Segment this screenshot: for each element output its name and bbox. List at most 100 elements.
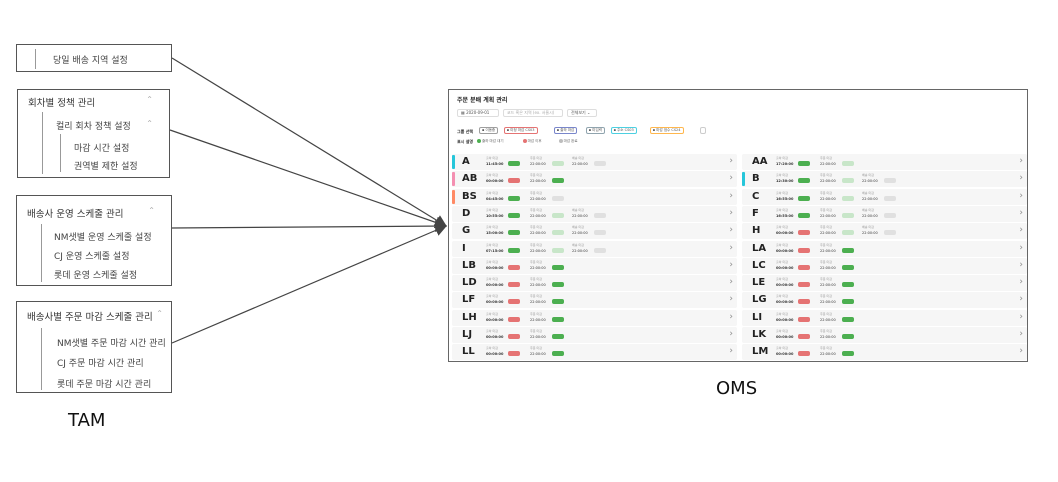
card-time: 11:45:00 <box>486 162 504 166</box>
card-col-label: 주문 마감 <box>820 190 832 195</box>
filter-chip[interactable]: ▪ 마감 엄수 CS24 <box>649 127 684 134</box>
card-col-label: 출하 마감 <box>776 156 788 160</box>
menu-group-title[interactable]: 배송사 운영 스케줄 관리 <box>27 209 124 220</box>
card-col-label: 출하 마감 <box>776 242 788 247</box>
status-tag <box>508 351 520 357</box>
chevron-right-icon[interactable]: › <box>729 156 733 166</box>
chevron-right-icon[interactable]: › <box>1019 259 1023 270</box>
chevron-right-icon[interactable]: › <box>729 190 733 201</box>
date-field[interactable]: ▦ 2020-09-01 <box>457 109 499 117</box>
chevron-right-icon[interactable]: › <box>729 225 733 236</box>
chevron-right-icon[interactable]: › <box>1019 156 1023 166</box>
chevron-up-icon[interactable]: ⌃ <box>156 309 163 318</box>
card-time: 00:00:00 <box>776 317 794 322</box>
menu-item[interactable]: 권역별 제한 설정 <box>74 162 138 172</box>
chevron-right-icon[interactable]: › <box>1019 277 1023 288</box>
card-time: 22:00:00 <box>530 196 546 201</box>
filter-checkbox[interactable] <box>699 127 706 134</box>
card-time: 22:00:00 <box>572 248 588 253</box>
filter-chip[interactable]: ▪ 미정 마감 CS03 <box>503 127 538 134</box>
status-tag <box>842 351 854 357</box>
menu-group-title[interactable]: 배송사별 주문 마감 스케줄 관리 <box>27 312 153 323</box>
chevron-right-icon[interactable]: › <box>729 311 733 322</box>
status-tag <box>508 178 520 184</box>
menu-group-title[interactable]: 회차별 정책 관리 <box>28 98 96 109</box>
chevron-right-icon[interactable]: › <box>1019 329 1023 339</box>
chevron-right-icon[interactable]: › <box>729 259 733 270</box>
card-col-label: 출하 마감 <box>486 190 498 195</box>
chevron-up-icon[interactable]: ⌃ <box>146 119 153 128</box>
menu-item[interactable]: NM샛별 주문 마감 시간 관리 <box>57 339 166 349</box>
chevron-right-icon[interactable]: › <box>1019 207 1023 218</box>
status-tag <box>552 195 564 201</box>
filter-chip[interactable]: ▪ 이동중 <box>479 127 499 134</box>
card-time: 22:00:00 <box>530 213 546 218</box>
card-time: 00:00:00 <box>776 352 794 357</box>
filter-chip[interactable]: ▪ 출하 마감 <box>553 127 578 134</box>
filter-chip[interactable]: ▪ 미입력 <box>585 127 605 134</box>
menu-item[interactable]: NM샛별 운영 스케줄 설정 <box>54 233 152 243</box>
menu-item[interactable]: CJ 주문 마감 시간 관리 <box>57 359 144 369</box>
chevron-right-icon[interactable]: › <box>729 277 733 288</box>
chevron-up-icon[interactable]: ⌃ <box>146 95 153 104</box>
chevron-right-icon[interactable]: › <box>1019 242 1023 253</box>
chevron-right-icon[interactable]: › <box>729 242 733 253</box>
chevron-right-icon[interactable]: › <box>1019 190 1023 201</box>
menu-item[interactable]: 롯데 주문 마감 시간 관리 <box>57 380 152 390</box>
menu-item[interactable]: 당일 배송 지역 설정 <box>53 56 128 66</box>
filter-chip[interactable]: ▪ 주소 CS03 <box>610 127 637 134</box>
chevron-right-icon[interactable]: › <box>1019 294 1023 305</box>
menu-item[interactable]: 마감 시간 설정 <box>74 144 130 154</box>
menu-subgroup[interactable]: 컬리 회차 정책 설정 <box>56 122 131 132</box>
view-select[interactable]: 전체보기 ⌄ <box>567 109 597 117</box>
chevron-right-icon[interactable]: › <box>1019 311 1023 322</box>
chevron-right-icon[interactable]: › <box>729 329 733 339</box>
card-col-label: 출하 마감 <box>776 190 788 195</box>
card-col-label: 출하 마감 <box>776 173 788 178</box>
chevron-right-icon[interactable]: › <box>1019 225 1023 236</box>
card-time: 22:00:00 <box>820 196 836 201</box>
card-col-label: 주문 마감 <box>820 329 832 333</box>
chevron-right-icon[interactable]: › <box>729 346 733 357</box>
chevron-right-icon[interactable]: › <box>729 294 733 305</box>
chevron-right-icon[interactable]: › <box>729 173 733 184</box>
card-code: LA <box>752 242 767 254</box>
status-tag <box>798 230 810 236</box>
chevron-up-icon[interactable]: ⌃ <box>148 206 155 215</box>
menu-item[interactable]: CJ 운영 스케줄 설정 <box>54 252 130 262</box>
card-code: LC <box>752 259 766 271</box>
chevron-right-icon[interactable]: › <box>1019 346 1023 357</box>
chevron-right-icon[interactable]: › <box>729 207 733 218</box>
oms-caption: OMS <box>716 378 758 399</box>
card-time: 00:00:00 <box>486 335 504 339</box>
tam-box-round-policy: 회차별 정책 관리 ⌃ 컬리 회차 정책 설정 ⌃ 마감 시간 설정 권역별 제… <box>17 89 170 178</box>
chevron-right-icon[interactable]: › <box>1019 173 1023 184</box>
card-col-label: 주문 마감 <box>820 294 832 299</box>
menu-item[interactable]: 롯데 운영 스케줄 설정 <box>54 271 138 281</box>
search-input[interactable]: 코드 혹은 지역 (ex. 서울시) <box>503 109 563 117</box>
